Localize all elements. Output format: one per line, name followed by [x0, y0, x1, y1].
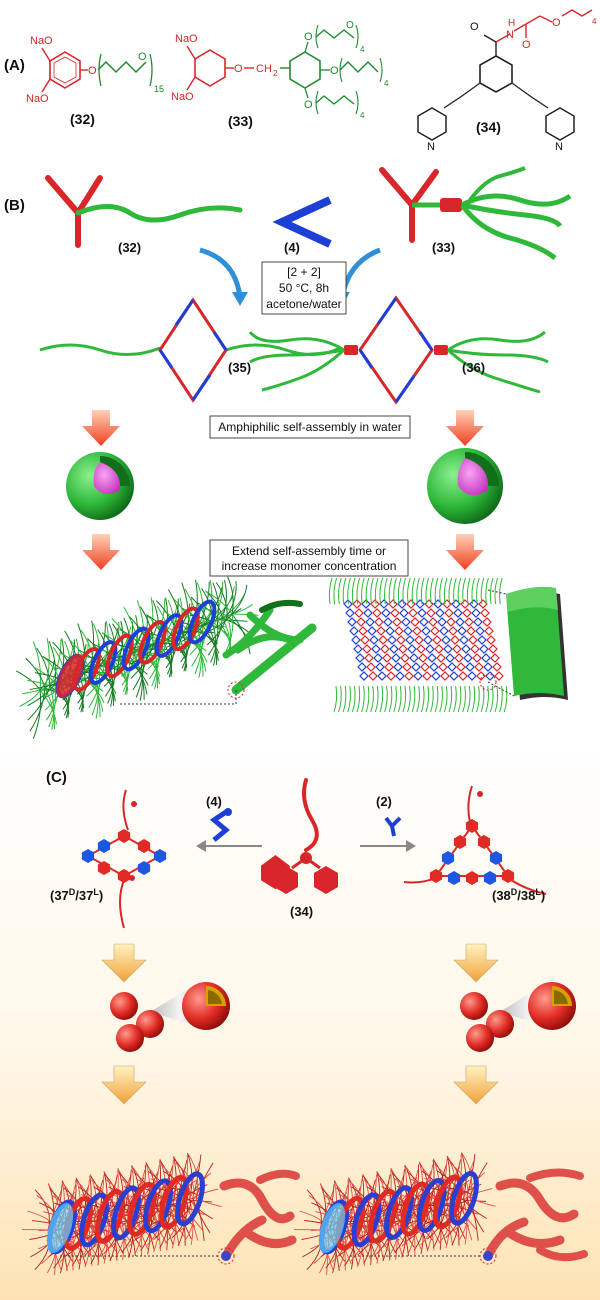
schematic-33-label: (33) — [432, 240, 455, 255]
arrow-blue-right — [339, 247, 381, 299]
schematic-34-label: (34) — [290, 904, 313, 919]
label-box-amphiphilic — [209, 415, 411, 439]
arrow-yellow-right-1 — [453, 943, 499, 983]
label-amphiphilic: Amphiphilic self-assembly in water — [218, 420, 401, 434]
conditions-box — [261, 261, 347, 315]
nanotube-left — [15, 576, 259, 739]
conditions-line-2: 50 °C, 8h — [279, 281, 329, 295]
macrocycle-38 — [403, 785, 547, 895]
arrow-orange-right-2 — [446, 534, 484, 570]
panel-label-b: (B) — [4, 197, 25, 214]
schematic-32 — [45, 175, 243, 248]
fibers-red-left — [60, 1169, 300, 1265]
arrow-orange-left-2 — [82, 534, 120, 570]
c33-o2: O — [330, 65, 339, 77]
schematic-4 — [272, 196, 332, 248]
arrow-blue-left — [199, 247, 243, 299]
c34-n: N — [506, 29, 514, 41]
molecule-33 — [186, 24, 383, 115]
c33-sub-3: 4 — [360, 111, 365, 120]
c34-o-ester: O — [522, 39, 531, 51]
molecule-32 — [41, 47, 153, 93]
macrocycle-37 — [81, 789, 167, 929]
c33-nao-bottom: NaO — [171, 91, 194, 103]
c32-o-chain: O — [138, 51, 147, 63]
macrocycle-38-label: (38D/38L) — [492, 887, 545, 903]
c34-label: (34) — [476, 119, 501, 135]
c33-label: (33) — [228, 113, 253, 129]
macrocycle-36-label: (36) — [462, 360, 485, 375]
c32-subscript: 15 — [154, 84, 164, 94]
nanosheet-zoom — [479, 586, 568, 700]
c33-peg-o: O — [346, 20, 354, 31]
nanosheet-stack — [328, 577, 508, 713]
arrow-orange-right-1 — [446, 410, 484, 446]
schematic-34 — [261, 778, 338, 894]
panel-label-c: (C) — [46, 769, 67, 786]
arrow-yellow-right-2 — [453, 1065, 499, 1105]
conditions-line-1: [2 + 2] — [287, 265, 321, 279]
label-extend-line-2: increase monomer concentration — [222, 559, 397, 573]
c32-label: (32) — [70, 111, 95, 127]
c33-sub-2: 4 — [384, 79, 389, 88]
arrow-orange-left-1 — [82, 410, 120, 446]
reagent-2-icon — [384, 816, 402, 837]
c33-ch2: CH — [256, 63, 272, 75]
c33-nao-top: NaO — [175, 33, 198, 45]
c32-o-link: O — [88, 65, 97, 77]
fibers-left — [120, 599, 317, 705]
c34-n-left: N — [427, 141, 435, 153]
schematic-32-label: (32) — [118, 240, 141, 255]
panel-label-a: (A) — [4, 57, 25, 74]
vesicle-cluster-left — [110, 982, 230, 1052]
fibers-red-right — [350, 1168, 588, 1265]
micelle-left — [66, 452, 134, 520]
schematic-4-label: (4) — [284, 240, 300, 255]
c32-nao-bottom: NaO — [26, 93, 49, 105]
label-box-extend — [209, 539, 409, 577]
c33-o3: O — [304, 99, 313, 111]
c33-sub-1: 4 — [360, 45, 365, 54]
macrocycle-36 — [248, 295, 549, 405]
c34-h: H — [508, 18, 515, 29]
c34-n-right: N — [555, 141, 563, 153]
molecule-34 — [417, 9, 593, 141]
reagent-4-icon — [209, 808, 232, 842]
reagent-4-label: (4) — [206, 794, 222, 809]
arrow-yellow-left-2 — [101, 1065, 147, 1105]
label-extend-line-1: Extend self-assembly time or — [232, 544, 386, 558]
c33-o-ch2: O — [234, 63, 243, 75]
schematic-33 — [379, 166, 572, 260]
c34-o-ester2: O — [552, 17, 561, 29]
macrocycle-37-label: (37D/37L) — [50, 887, 103, 903]
macrocycle-35-label: (35) — [228, 360, 251, 375]
c34-o-carbonyl: O — [470, 21, 479, 33]
c33-o1: O — [304, 31, 313, 43]
c33-ch2-sub: 2 — [273, 69, 278, 78]
micelle-right — [427, 448, 503, 524]
conditions-line-3: acetone/water — [266, 297, 341, 311]
vesicle-cluster-right — [460, 982, 576, 1052]
arrow-yellow-left-1 — [101, 943, 147, 983]
helical-tube-left — [21, 1152, 222, 1275]
reagent-2-label: (2) — [376, 794, 392, 809]
macrocycle-35 — [39, 297, 341, 403]
c32-nao-top: NaO — [30, 35, 53, 47]
helical-tube-right — [293, 1152, 496, 1275]
c34-sub: 4 — [592, 17, 597, 26]
